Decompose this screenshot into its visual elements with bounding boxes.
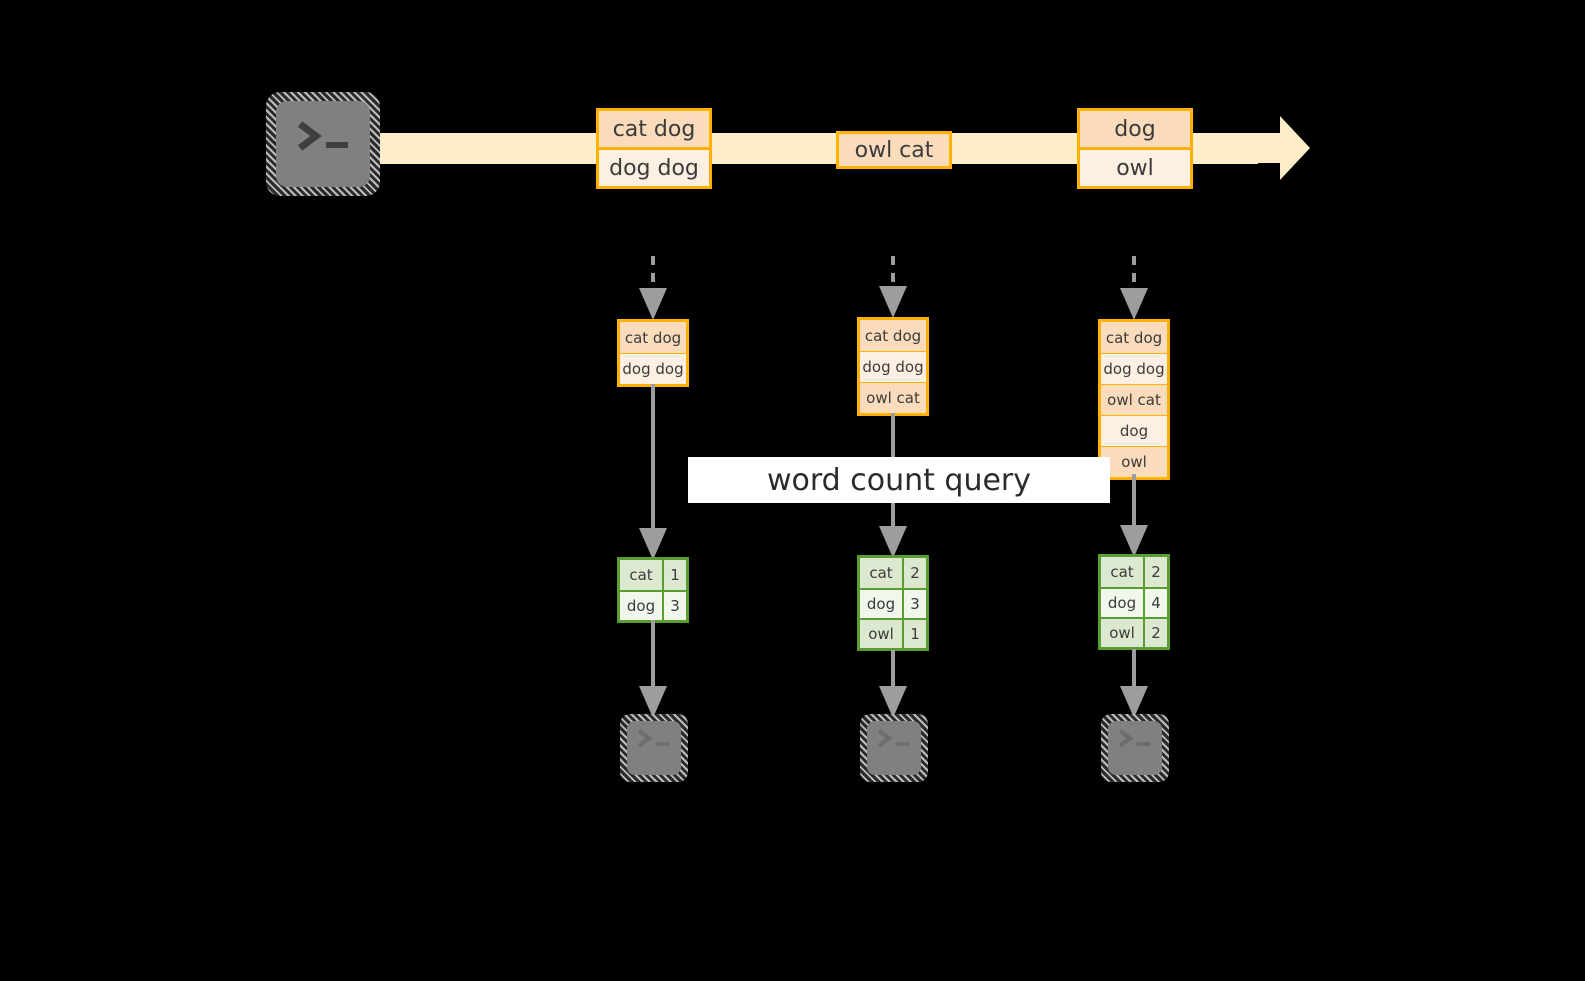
buffer-stack-col-3: cat dog dog dog owl cat dog owl bbox=[1098, 319, 1170, 480]
buffer-row: dog dog bbox=[860, 351, 926, 382]
result-count: 3 bbox=[670, 597, 680, 615]
result-word: cat bbox=[860, 558, 904, 588]
table-row: dog 3 bbox=[620, 590, 686, 620]
table-row: cat 2 bbox=[1101, 557, 1167, 587]
terminal-face bbox=[867, 721, 921, 775]
dashed-connector-col-3 bbox=[1132, 256, 1136, 292]
buffer-stack-col-2: cat dog dog dog owl cat bbox=[857, 317, 929, 416]
result-table-col-3: cat 2 dog 4 owl 2 bbox=[1098, 554, 1170, 650]
stream-message-1: cat dog dog dog bbox=[596, 108, 712, 189]
result-word: dog bbox=[860, 590, 904, 618]
message-line: owl bbox=[1080, 147, 1190, 186]
table-row: cat 2 bbox=[860, 558, 926, 588]
result-word: owl bbox=[860, 620, 904, 648]
result-count: 1 bbox=[904, 620, 926, 648]
buffer-row: owl cat bbox=[1101, 384, 1167, 415]
result-count: 2 bbox=[1145, 557, 1167, 587]
table-row: owl 1 bbox=[860, 618, 926, 648]
sink-terminal-icon-col-1 bbox=[620, 714, 688, 782]
arrowhead-into-result-3 bbox=[1120, 525, 1148, 557]
table-row: owl 2 bbox=[1101, 617, 1167, 647]
message-line: cat dog bbox=[599, 111, 709, 147]
connector-result-to-sink-2 bbox=[891, 650, 895, 692]
stream-arrowhead bbox=[1252, 116, 1310, 180]
arrowhead-into-buffer-3 bbox=[1120, 288, 1148, 320]
result-table-col-1: cat 1 dog 3 bbox=[617, 557, 689, 623]
buffer-stack-col-1: cat dog dog dog bbox=[617, 319, 689, 387]
result-word: cat bbox=[620, 560, 664, 590]
buffer-row: dog dog bbox=[1101, 353, 1167, 384]
arrowhead-into-result-1 bbox=[639, 528, 667, 560]
terminal-face bbox=[276, 101, 370, 187]
dashed-connector-col-1 bbox=[651, 256, 655, 292]
result-count: 1 bbox=[664, 560, 686, 590]
sink-terminal-icon-col-2 bbox=[860, 714, 928, 782]
sink-terminal-icon-col-3 bbox=[1101, 714, 1169, 782]
terminal-face bbox=[1108, 721, 1162, 775]
connector-result-to-sink-1 bbox=[651, 620, 655, 692]
table-row: dog 4 bbox=[1101, 587, 1167, 617]
message-line: dog dog bbox=[599, 147, 709, 186]
source-terminal-icon bbox=[266, 92, 380, 196]
buffer-row: dog dog bbox=[620, 353, 686, 384]
arrowhead-into-result-2 bbox=[879, 526, 907, 558]
buffer-row: owl cat bbox=[860, 382, 926, 413]
stream-message-2: owl cat bbox=[836, 131, 952, 169]
result-word: cat bbox=[1101, 557, 1145, 587]
dashed-connector-col-2 bbox=[891, 256, 895, 290]
arrowhead-into-buffer-2 bbox=[879, 286, 907, 318]
buffer-row: cat dog bbox=[620, 322, 686, 353]
result-count: 3 bbox=[910, 595, 920, 613]
connector-buffer-to-result-1 bbox=[651, 384, 655, 534]
result-count: 4 bbox=[1151, 594, 1161, 612]
result-word: dog bbox=[1101, 589, 1145, 617]
buffer-row: cat dog bbox=[860, 320, 926, 351]
query-label-text: word count query bbox=[766, 462, 1032, 498]
result-table-col-2: cat 2 dog 3 owl 1 bbox=[857, 555, 929, 651]
terminal-face bbox=[627, 721, 681, 775]
arrowhead-into-sink-3 bbox=[1120, 686, 1148, 718]
buffer-row: dog bbox=[1101, 415, 1167, 446]
result-word: dog bbox=[620, 592, 664, 620]
arrowhead-into-buffer-1 bbox=[639, 288, 667, 320]
table-row: dog 3 bbox=[860, 588, 926, 618]
result-word: owl bbox=[1101, 619, 1145, 647]
table-row: cat 1 bbox=[620, 560, 686, 590]
arrowhead-into-sink-2 bbox=[879, 686, 907, 718]
result-count: 2 bbox=[1145, 619, 1167, 647]
message-line: owl cat bbox=[854, 137, 934, 163]
result-count: 2 bbox=[904, 558, 926, 588]
stream-message-3: dog owl bbox=[1077, 108, 1193, 189]
query-label: word count query bbox=[688, 457, 1110, 503]
buffer-row: cat dog bbox=[1101, 322, 1167, 353]
connector-buffer-to-result-3 bbox=[1132, 474, 1136, 532]
message-line: dog bbox=[1080, 111, 1190, 147]
connector-result-to-sink-3 bbox=[1132, 649, 1136, 692]
buffer-row: owl bbox=[1101, 446, 1167, 477]
arrowhead-into-sink-1 bbox=[639, 686, 667, 718]
